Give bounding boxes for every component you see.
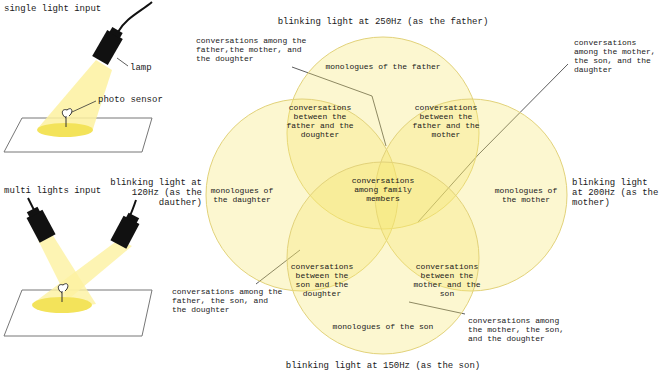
- illustration-label: multi lights input: [4, 186, 114, 196]
- region-label: conversations between the father and the…: [410, 103, 482, 139]
- region-label: conversations among the mother, the son,…: [468, 316, 572, 343]
- illustration-label: photo sensor: [98, 95, 168, 105]
- circle-heading: blinking light at 120Hz (as the dauther): [110, 178, 202, 208]
- region-label: conversations between the father and the…: [284, 103, 356, 139]
- region-label: conversations among family members: [345, 176, 421, 203]
- region-label: conversations among the father,the mothe…: [196, 36, 308, 63]
- region-label: conversations among the mother, the son,…: [574, 38, 662, 74]
- region-label: monologues of the daughter: [204, 186, 280, 204]
- region-label: monologues of the mother: [493, 186, 559, 204]
- region-label: monologues of the father: [321, 62, 446, 71]
- circle-heading: blinking light at 200Hz (as the mother): [572, 178, 660, 208]
- circle-heading: blinking light at 150Hz (as the son): [263, 361, 503, 371]
- region-label: conversations between the son and the do…: [287, 262, 357, 298]
- region-label: conversations between the mother and the…: [412, 262, 482, 298]
- illustration-label: single light input: [4, 4, 114, 14]
- illustration-label: lamp: [130, 63, 160, 73]
- region-label: conversations among the father, the son,…: [172, 287, 284, 314]
- circle-heading: blinking light at 250Hz (as the father): [263, 17, 503, 27]
- region-label: monologues of the son: [323, 322, 443, 331]
